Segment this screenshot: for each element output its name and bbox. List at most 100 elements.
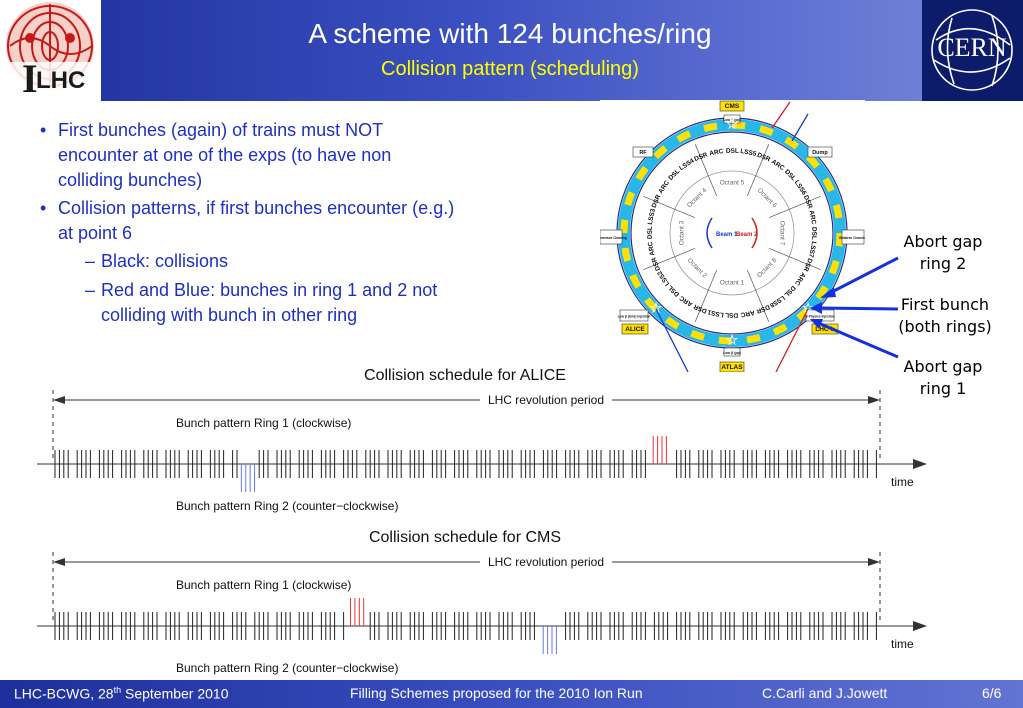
period-label-bg: [480, 392, 612, 406]
callout-arrows: [810, 256, 899, 359]
bullet-text: First bunches (again) of trains must NOT…: [58, 120, 392, 190]
ring-segment: [621, 247, 632, 262]
arrowhead-icon: [820, 287, 836, 298]
arrowhead-left-icon: [53, 396, 65, 404]
callout-first-bunch: First bunch (both rings): [893, 294, 997, 338]
sector-label: ARC: [647, 241, 657, 256]
octant-label: Octant 2: [686, 257, 709, 280]
lhcb-box: [811, 323, 839, 335]
cms-box: [719, 100, 745, 112]
bullet-dot-icon: •: [40, 198, 47, 218]
sector-label: DSR: [692, 302, 708, 314]
callout-line: Abort gap: [903, 232, 983, 251]
sector-label: DSL: [810, 227, 817, 240]
ring-segment: [624, 191, 636, 206]
dash-icon: –: [85, 280, 96, 300]
arrow-abort-ring1: [815, 320, 899, 359]
sector-label: DSR: [801, 257, 813, 273]
dump-line-1: [771, 101, 791, 129]
sector-label: LSS6: [793, 179, 808, 197]
footer-page-number: 6/6: [982, 685, 1002, 701]
betatron-cleaning-box-label: Betatron Cleaning: [839, 236, 865, 240]
ring-segment: [629, 273, 642, 289]
svg-text:CERN: CERN: [937, 33, 1007, 62]
callout-line: First bunch: [900, 295, 990, 314]
alice-injection-box-label: Low β (Ions) Injection: [618, 315, 651, 319]
sub-bullet-item: –Red and Blue: bunches in ring 1 and 2 n…: [40, 278, 460, 328]
alice-injection-box: [619, 309, 649, 322]
time-arrowhead-icon: [913, 459, 927, 469]
sector-label: ARC: [678, 294, 694, 308]
alice-box-label: ALICE: [625, 326, 645, 333]
bullet-text: Red and Blue: bunches in ring 1 and 2 no…: [101, 280, 438, 325]
octant-label: Octant 5: [720, 180, 745, 187]
sector-label: DSL: [726, 148, 739, 155]
ring-segment: [703, 122, 718, 133]
octant-label: Octant 4: [686, 187, 709, 210]
ring-segment: [759, 125, 774, 137]
bullet-item: •First bunches (again) of trains must NO…: [40, 118, 460, 193]
arrowhead-icon: [810, 319, 823, 329]
period-label: LHC revolution period: [488, 393, 604, 407]
callout-abort-ring2: Abort gap ring 2: [893, 231, 993, 275]
arrowhead-left-icon: [53, 558, 65, 566]
slide-subtitle: Collision pattern (scheduling): [381, 58, 639, 80]
octant-label: Octant 7: [778, 221, 785, 246]
lowb-box-bottom: [723, 347, 741, 357]
ring-segment: [731, 121, 746, 130]
sector-label: ARC: [709, 148, 724, 158]
sector-label: DSR: [693, 151, 709, 163]
sector-label: DSL: [647, 226, 654, 239]
ring-segment: [718, 336, 733, 345]
sector-label: ARC: [740, 308, 755, 318]
ring-segment: [746, 333, 761, 344]
octant-label: Octant 8: [756, 257, 779, 280]
lhcb-box-label: LHC-b: [815, 326, 835, 333]
octant-label: Octant 3: [679, 220, 686, 245]
alice-box: [621, 323, 649, 335]
ip5-star-icon: ☆: [726, 116, 739, 132]
time-label: time: [891, 637, 914, 651]
dump-box-label: Dump: [812, 150, 828, 156]
arrowhead-icon: [810, 302, 822, 314]
lowb-box-bottom-label: Low β (pp): [723, 351, 741, 355]
ring2-label: Bunch pattern Ring 2 (counter−clockwise): [176, 661, 398, 675]
ring-segment: [653, 145, 668, 160]
ring-segment: [772, 323, 788, 336]
octant-label: Octant 6: [756, 187, 779, 210]
ring-segment: [835, 232, 844, 247]
sector-label: DSR: [650, 256, 662, 272]
sector-label: LSS5: [740, 148, 758, 158]
momentum-cleaning-box: [599, 229, 623, 245]
callout-line: (both rings): [898, 317, 992, 336]
ring-segment: [676, 130, 692, 143]
ring1-label: Bunch pattern Ring 1 (clockwise): [176, 578, 351, 592]
arrowhead-right-icon: [868, 558, 880, 566]
sector-label: LSS8: [768, 294, 786, 309]
beam1-arrow-icon: [706, 217, 713, 249]
time-arrowhead-icon: [913, 621, 927, 631]
lhcb-injection-box-label: B Physics Injection: [805, 315, 834, 319]
ip8-star-icon: ☆: [802, 300, 815, 316]
period-label-bg: [480, 554, 612, 568]
lhc-logo-graphic: I LHC: [6, 2, 94, 101]
injection-line-2: [775, 308, 809, 373]
ring-segment: [832, 204, 843, 219]
sector-label: ARC: [657, 179, 671, 195]
footer-authors: C.Carli and J.Jowett: [762, 685, 888, 701]
dump-line-2: [791, 113, 809, 142]
schedule-title: Collision schedule for CMS: [369, 529, 561, 546]
ring-segment: [664, 316, 680, 330]
ring-segment: [635, 165, 649, 181]
footer-event: LHC-BCWG, 28th September 2010: [14, 685, 229, 702]
sector-label: LSS3: [647, 208, 657, 226]
time-label: time: [891, 475, 914, 489]
svg-text:I: I: [22, 56, 38, 101]
beam2-arrow-icon: [751, 217, 758, 249]
sector-label: DSR: [756, 152, 772, 164]
